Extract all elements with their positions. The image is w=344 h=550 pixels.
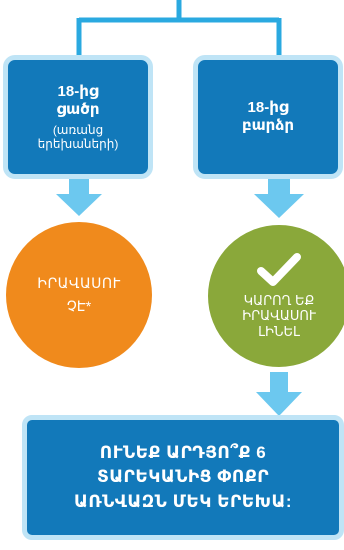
not-eligible-line1: ԻՐԱՎԱՍՈՒ xyxy=(37,275,121,292)
not-eligible-circle: ԻՐԱՎԱՍՈՒ ՉԷ* xyxy=(6,222,152,368)
left-arrow-shaft xyxy=(69,178,89,196)
may-be-eligible-circle: ԿԱՐՈՂ ԵՔ ԻՐԱՎԱՍՈՒ ԼԻՆԵԼ xyxy=(205,222,344,370)
over-18-box: 18-ից բարձր xyxy=(193,55,343,179)
may-be-eligible-line3: ԼԻՆԵԼ xyxy=(258,323,300,339)
child-question-line1: ՈՒՆԵՔ ԱՐԴՅՈ՞Ք 6 xyxy=(99,442,267,462)
under-18-box: 18-ից ցածր (առանց երեխաների) xyxy=(3,55,153,179)
over-18-age: 18-ից xyxy=(247,99,289,116)
right-arrow-shaft xyxy=(268,178,290,196)
under-18-age: 18-ից xyxy=(57,82,99,100)
left-arrow-head xyxy=(56,194,102,216)
without-children-line2: երեխաների) xyxy=(37,137,119,151)
right-arrow-head xyxy=(254,194,304,218)
may-be-eligible-line1: ԿԱՐՈՂ ԵՔ xyxy=(243,292,315,308)
child-question-line2: ՏԱՐԵԿԱՆԻՑ ՓՈՔՐ xyxy=(96,467,270,487)
bottom-arrow-shaft xyxy=(270,372,288,394)
over-18-label: բարձր xyxy=(241,117,295,134)
child-question-box: ՈՒՆԵՔ ԱՐԴՅՈ՞Ք 6 ՏԱՐԵԿԱՆԻՑ ՓՈՔՐ ԱՌՆՎԱԶՆ Մ… xyxy=(22,415,344,540)
without-children-line1: (առանց xyxy=(52,122,104,137)
checkmark-icon xyxy=(257,252,301,286)
may-be-eligible-line2: ԻՐԱՎԱՍՈՒ xyxy=(242,308,316,324)
bottom-arrow-head xyxy=(256,392,302,416)
child-question-line3: ԱՌՆՎԱԶՆ ՄԵԿ ԵՐԵԽԱ: xyxy=(74,491,292,511)
under-18-label: ցածր xyxy=(56,100,100,118)
not-eligible-line2: ՉԷ* xyxy=(66,298,92,314)
